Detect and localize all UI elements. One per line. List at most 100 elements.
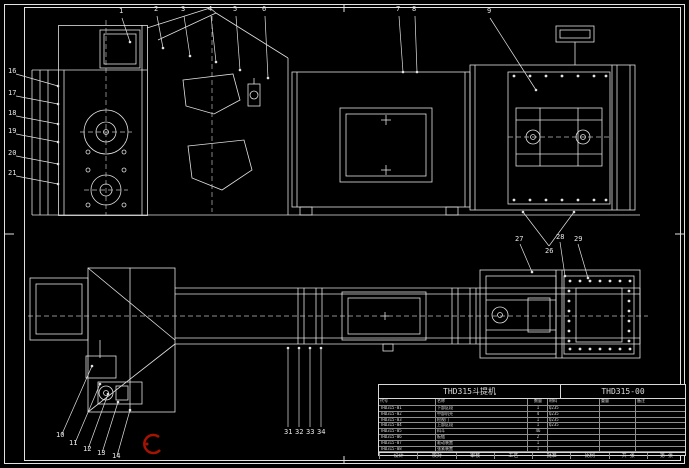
part-callout: 11 (69, 439, 78, 447)
part-callout: 21 (8, 169, 17, 177)
bom-row: THD315-01 下部区段 1 Q235 (379, 406, 685, 412)
bom-cell-mat (547, 429, 599, 434)
bom-cell-qty: 2 (527, 434, 547, 440)
bom-cell-code: THD315-06 (380, 434, 402, 439)
center-lines (28, 16, 648, 317)
bom-cell-wt (599, 440, 635, 446)
bom-cell-wt (599, 411, 635, 417)
bom-header-row: 代号 名称 数量 材料 重量 备注 (379, 399, 685, 406)
signoff-cell: 审核 (455, 453, 494, 460)
bom-cell-code: THD315-08 (380, 446, 402, 451)
bom-cell-wt (599, 417, 635, 423)
bom-cell-name: 检视门 (435, 417, 527, 423)
bom-cell-wt (599, 406, 635, 411)
part-callout: 1 (119, 7, 124, 15)
bom-cell-code: THD315-07 (380, 440, 402, 445)
signoff-cell: 比例 (570, 453, 608, 460)
part-callout: 29 (574, 235, 583, 243)
drawing-number: THD315-00 (560, 385, 685, 398)
part-callout: 33 (306, 428, 315, 436)
bom-cell-mat: Q235 (547, 423, 599, 429)
part-callout: 2 (154, 5, 159, 13)
leader-dots (56, 40, 632, 412)
signoff-cell: 工艺 (493, 453, 532, 460)
bom-cell-name: 上部区段 (435, 423, 527, 429)
part-callout: 16 (8, 67, 17, 75)
signoff-cell: 校对 (417, 453, 455, 460)
part-callout: 13 (97, 449, 106, 457)
bom-cell-note (635, 440, 685, 446)
part-callout: 5 (233, 5, 238, 13)
elevation-view (31, 7, 640, 216)
bom-cell-name: 板链 (435, 434, 527, 440)
drawing-frame (4, 4, 685, 464)
bom-row: THD315-05 料斗 46 (379, 429, 685, 435)
bom-header-mat: 材料 (547, 399, 599, 405)
bom-header-note: 备注 (635, 399, 685, 405)
bom-cell-qty: 1 (527, 446, 547, 452)
drawing-title: THD315斗提机 (443, 387, 496, 396)
part-callout: 14 (112, 452, 121, 460)
bom-header-wt: 重量 (599, 399, 635, 405)
bom-cell-name: 下部区段 (435, 406, 527, 411)
part-callout: 27 (515, 235, 524, 243)
bom-cell-mat: Q235 (547, 417, 599, 423)
bom-header-qty: 数量 (527, 399, 547, 405)
bom-cell-note (635, 411, 685, 417)
red-stamp-icon (143, 433, 161, 455)
part-callout: 32 (295, 428, 304, 436)
part-callout: 26 (545, 247, 554, 255)
title-block-header: THD315斗提机 THD315-00 (379, 385, 685, 399)
part-callout: 4 (208, 5, 213, 13)
part-callout: 31 (284, 428, 293, 436)
bom-cell-name: 料斗 (435, 429, 527, 434)
part-callout: 8 (412, 5, 417, 13)
bom-cell-note (635, 429, 685, 434)
signoff-strip: 设计 校对 审核 工艺 批准 比例 共 张 第 张 (379, 452, 685, 460)
part-callout: 28 (556, 233, 565, 241)
bom-cell-mat: Q235 (547, 406, 599, 411)
part-callout: 9 (487, 7, 492, 15)
bom-cell-note (635, 406, 685, 411)
bom-cell-code: THD315-05 (380, 429, 402, 434)
bom-cell-qty: 1 (527, 406, 547, 411)
part-callout: 3 (181, 5, 186, 13)
bom-cell-mat (547, 446, 599, 452)
bom-cell-mat (547, 434, 599, 440)
bom-cell-note (635, 417, 685, 423)
part-callout: 6 (262, 5, 267, 13)
bom-cell-qty: 4 (527, 411, 547, 417)
bom-cell-mat (547, 440, 599, 446)
part-callout: 12 (83, 445, 92, 453)
part-callout: 19 (8, 127, 17, 135)
part-callout: 10 (56, 431, 65, 439)
signoff-cell: 第 张 (646, 453, 685, 460)
bom-cell-note (635, 423, 685, 429)
part-callout: 34 (317, 428, 326, 436)
bom-row: THD315-02 中部机壳 4 Q235 (379, 411, 685, 418)
leader-lines (15, 15, 589, 457)
bom-cell-qty: 1 (527, 423, 547, 429)
bom-cell-note (635, 434, 685, 440)
bom-cell-name: 驱动装置 (435, 440, 527, 446)
signoff-cell: 批准 (532, 453, 570, 460)
bom-cell-qty: 46 (527, 429, 547, 434)
bom-cell-qty: 1 (527, 417, 547, 423)
signoff-cell: 设计 (379, 453, 417, 460)
bom-cell-code: THD315-04 (380, 423, 402, 428)
bom-cell-wt (599, 434, 635, 440)
part-callout: 17 (8, 89, 17, 97)
plan-view (29, 267, 641, 413)
bom-header-name: 名称 (435, 399, 527, 405)
bom-cell-code: THD315-02 (380, 411, 402, 416)
bom-cell-wt (599, 429, 635, 434)
bom-cell-mat: Q235 (547, 411, 599, 417)
bom-cell-note (635, 446, 685, 452)
bom-cell-name: 张紧装置 (435, 446, 527, 452)
bom-cell-wt (599, 423, 635, 429)
part-callout: 18 (8, 109, 17, 117)
bom-cell-qty: 1 (527, 440, 547, 446)
signoff-cell: 共 张 (608, 453, 647, 460)
bom-header-code: 代号 (380, 399, 388, 403)
